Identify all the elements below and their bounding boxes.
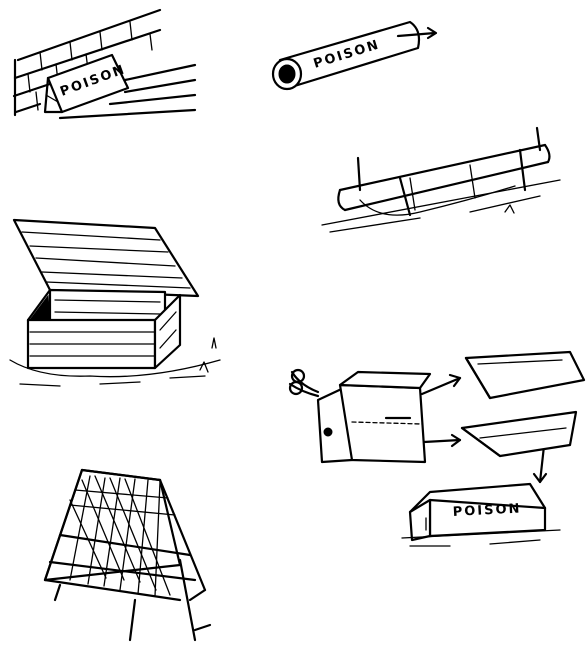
a-frame-mesh-station [43, 468, 212, 642]
pipe-bait-station: POISON [271, 20, 438, 91]
mesh-pattern [48, 475, 197, 597]
box-ground [9, 337, 221, 387]
carton-half-bottom [460, 410, 578, 458]
poison-shelter: POISON [401, 482, 561, 547]
wooden-box-bait-station [9, 218, 221, 387]
carton-half-top [464, 350, 586, 400]
scissors-icon [288, 368, 320, 398]
box-lid [12, 218, 200, 298]
shelter-label: POISON [452, 501, 521, 520]
box-body [26, 288, 182, 370]
ground-boards [58, 63, 197, 120]
wall-board-bait-station: POISON [12, 8, 197, 120]
milk-carton [316, 370, 432, 464]
tube-bait-station [321, 126, 561, 233]
carton-folding-sequence: POISON [288, 350, 586, 547]
